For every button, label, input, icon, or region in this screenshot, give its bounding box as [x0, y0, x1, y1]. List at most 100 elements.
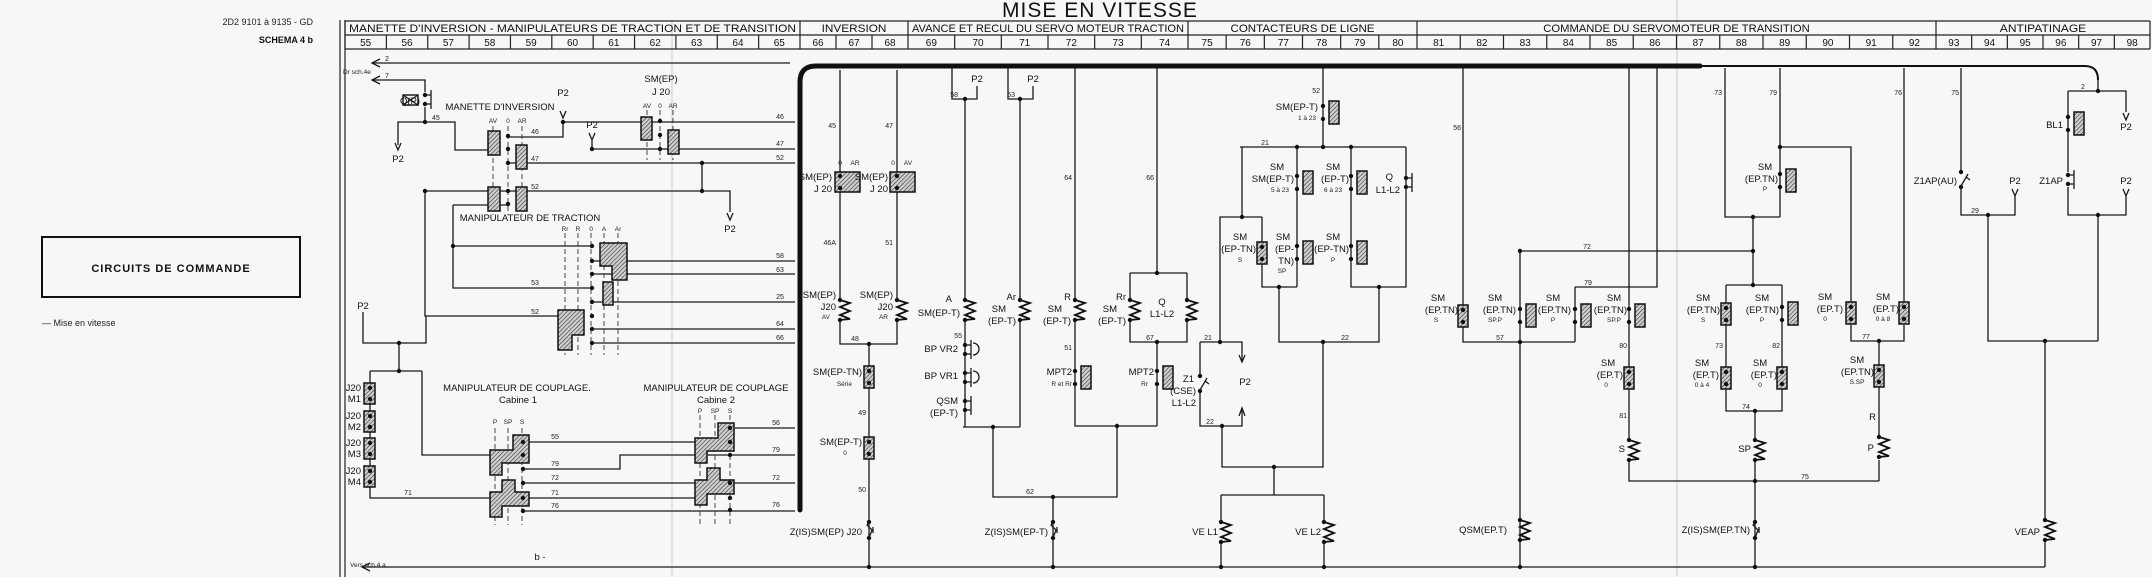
component-label: SM	[992, 304, 1006, 315]
junction-dot	[1985, 212, 1991, 218]
column-number: 91	[1866, 38, 1878, 49]
component-label: BP VR1	[924, 371, 958, 382]
wire-number: 52	[531, 309, 539, 316]
component-label: P2	[724, 224, 736, 235]
component-label: M2	[348, 422, 361, 433]
component-label: SM	[1696, 293, 1710, 304]
coupling-cam-block	[489, 434, 530, 476]
wire-number: 56	[1453, 125, 1461, 132]
component-label: (EP-T)	[988, 316, 1016, 327]
wire	[1850, 325, 1905, 342]
component-label: 0	[891, 160, 895, 167]
coil-icon	[1072, 299, 1088, 321]
wire-number: 49	[858, 410, 866, 417]
coil-icon	[1127, 299, 1143, 321]
junction-dot	[1072, 381, 1078, 387]
junction-dot	[1154, 270, 1160, 276]
component-label: Rr	[1141, 381, 1149, 388]
junction-dot	[1958, 184, 1964, 190]
p2-terminal-icon	[726, 212, 734, 222]
component-label: J20	[346, 383, 361, 394]
column-number: 62	[650, 38, 662, 49]
junction-dot	[1219, 423, 1225, 429]
wire-number: 76	[772, 502, 780, 509]
column-number: 86	[1649, 38, 1661, 49]
contact-block	[1787, 301, 1799, 326]
junction-dot	[894, 297, 900, 303]
component-label: MPT2	[1129, 367, 1154, 378]
wire-number: 73	[1714, 90, 1722, 97]
component-label: Cabine 2	[697, 395, 735, 406]
wire	[1960, 187, 2016, 216]
component-label: P2	[586, 120, 598, 131]
section-title: CONTACTEURS DE LIGNE	[1231, 23, 1375, 35]
junction-dot	[837, 297, 843, 303]
junction-dot	[2065, 114, 2071, 120]
coil-icon	[1218, 521, 1234, 543]
junction-dot	[657, 132, 663, 138]
column-number: 55	[360, 38, 372, 49]
junction-dot	[367, 468, 373, 474]
junction-dot	[727, 439, 733, 445]
traction-cam-block	[557, 309, 585, 351]
component-label: P	[493, 419, 497, 426]
component-label: J20	[346, 466, 361, 477]
component-label: P2	[557, 88, 569, 99]
component-label: (EP.TN)	[1745, 174, 1778, 185]
component-label: (EP.TN)	[1594, 305, 1627, 316]
component-label: 0	[658, 103, 662, 110]
contact-block	[1720, 366, 1732, 390]
junction-dot	[1320, 116, 1326, 122]
component-label: MPT2	[1047, 367, 1072, 378]
junction-dot	[1376, 284, 1382, 290]
column-number: 92	[1909, 38, 1921, 49]
junction-dot	[1276, 284, 1282, 290]
junction-dot	[1901, 316, 1907, 322]
section-title: COMMANDE DU SERVOMOTEUR DE TRANSITION	[1543, 23, 1809, 35]
component-label: AR	[850, 160, 859, 167]
component-label: Dr sch.4e	[343, 69, 371, 76]
component-label: VEAP	[2015, 527, 2040, 538]
contact-block	[1302, 240, 1314, 265]
component-label: MANIPULATEUR DE COUPLAGE	[644, 383, 789, 394]
wire-number: 81	[1619, 413, 1627, 420]
wire-number: 55	[551, 434, 559, 441]
wire	[1221, 342, 1324, 468]
junction-dot	[1218, 564, 1224, 570]
wire-number: 72	[1583, 244, 1591, 251]
column-number: 88	[1736, 38, 1748, 49]
wire-number: 21	[1261, 140, 1269, 147]
coil-icon	[1876, 436, 1892, 458]
junction-dot	[1259, 244, 1265, 250]
component-label: (EP.TN)	[1538, 305, 1571, 316]
junction-dot	[1779, 369, 1785, 375]
junction-dot	[1752, 478, 1758, 484]
component-label: (EP.T)	[1873, 304, 1899, 315]
contact-block	[363, 382, 376, 405]
column-number: 59	[526, 38, 538, 49]
component-label: SM	[1818, 292, 1832, 303]
component-label: P	[1551, 317, 1555, 324]
contact-block	[1256, 241, 1268, 265]
component-label: R	[576, 226, 581, 233]
wire-number: 72	[772, 475, 780, 482]
contact-block	[1634, 303, 1646, 328]
junction-dot	[1271, 464, 1277, 470]
column-number: 72	[1066, 38, 1078, 49]
junction-dot	[1752, 564, 1758, 570]
junction-dot	[1876, 434, 1882, 440]
junction-dot	[1320, 144, 1326, 150]
component-label: Ar	[1007, 292, 1017, 303]
component-label: QSM(EP.T)	[1459, 525, 1507, 536]
junction-dot	[1750, 214, 1756, 220]
junction-dot	[1154, 368, 1160, 374]
wire-number: 50	[858, 487, 866, 494]
wire-number: 46	[776, 114, 784, 121]
contact-block	[667, 129, 680, 155]
junction-dot	[1901, 304, 1907, 310]
component-label: J20	[878, 302, 893, 313]
component-label: MANIPULATEUR DE TRACTION	[460, 213, 601, 224]
junction-dot	[1294, 256, 1300, 262]
wire	[702, 190, 731, 212]
component-label: SM	[1546, 293, 1560, 304]
